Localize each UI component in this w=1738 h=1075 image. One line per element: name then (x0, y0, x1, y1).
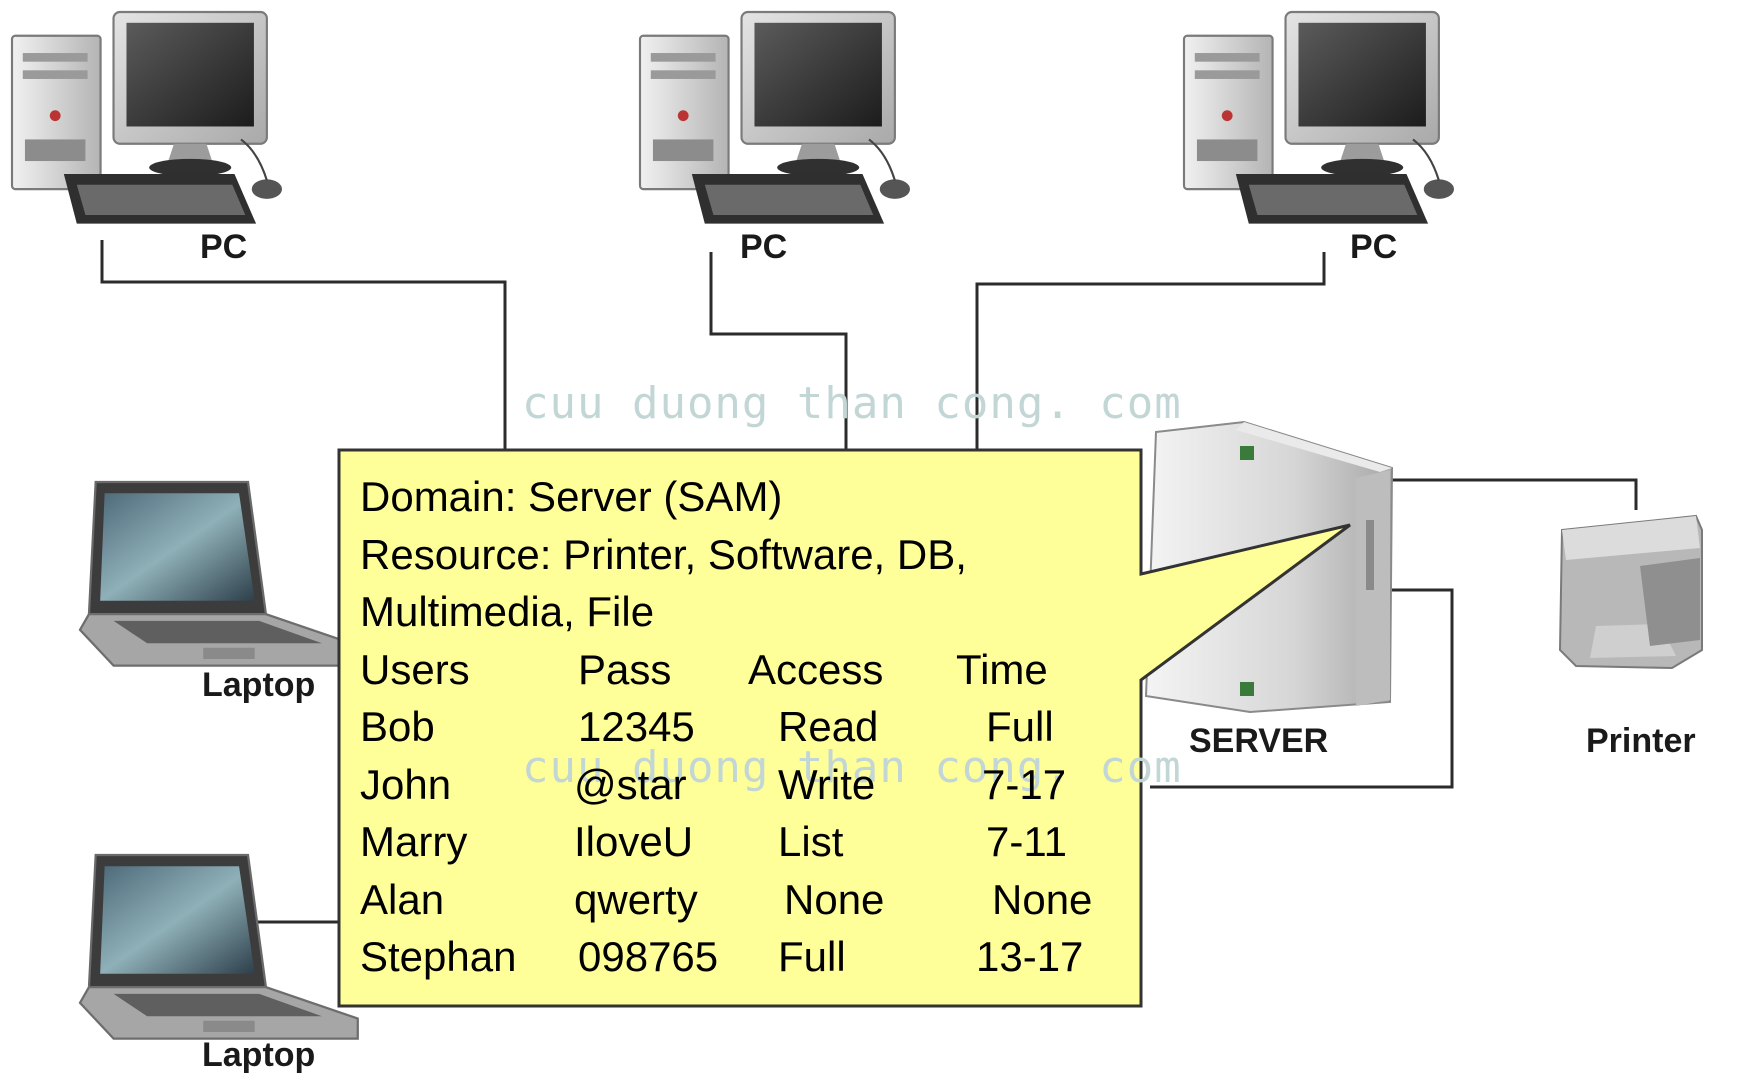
cell-access: List (778, 818, 844, 865)
cell-access: Full (778, 933, 846, 980)
cell-access: None (784, 875, 885, 923)
header-pass: Pass (578, 645, 672, 693)
watermark-bottom: cuu duong than cong. com (522, 742, 1182, 793)
cell-access: Read (778, 703, 879, 750)
cell-time: 7-11 (986, 818, 1067, 865)
cell-user: Alan (360, 875, 445, 923)
cell-pass: 12345 (578, 703, 695, 750)
cell-access: Write (778, 760, 876, 808)
cell-pass: IloveU (574, 818, 694, 865)
header-time: Time (956, 645, 1048, 693)
printer-label: Printer (1586, 722, 1696, 760)
laptop-label-top: Laptop (202, 666, 316, 704)
table-row: Stephan 098765 Full 13-17 (360, 928, 1083, 986)
cell-user: Stephan (360, 933, 517, 980)
laptop-label-bottom: Laptop (202, 1036, 316, 1074)
table-header-row: Users Pass Access Time (360, 641, 1048, 699)
pc-label-right: PC (1350, 228, 1398, 266)
laptop-icon-bottom (78, 853, 359, 1040)
pc-icon-left (10, 10, 284, 225)
pc-label-left: PC (200, 228, 248, 266)
cell-pass: 098765 (578, 933, 719, 980)
pc-label-center: PC (740, 228, 788, 266)
cell-user: Marry (360, 818, 468, 865)
cell-user: Bob (360, 703, 435, 750)
cell-pass: qwerty (574, 875, 698, 923)
cell-time: None (992, 875, 1093, 923)
header-access: Access (748, 645, 884, 693)
cell-user: John (360, 760, 452, 808)
printer-icon (1558, 514, 1703, 670)
callout-resource-line: Resource: Printer, Software, DB, (360, 530, 967, 578)
callout-resource-line-cont: Multimedia, File (360, 588, 655, 635)
cell-time: 7-17 (982, 760, 1067, 808)
watermark-top: cuu duong than cong. com (522, 378, 1182, 429)
callout-domain-line: Domain: Server (SAM) (360, 473, 783, 520)
pc-icon-center (638, 10, 912, 225)
cell-time: 13-17 (976, 933, 1084, 980)
server-label: SERVER (1189, 722, 1329, 760)
table-row: Bob 12345 Read Full (360, 698, 1054, 756)
cell-time: Full (986, 703, 1054, 750)
cell-pass: @star (574, 760, 687, 808)
header-users: Users (360, 645, 470, 693)
connection-lines (100, 240, 1638, 924)
table-row: Alan qwerty None None (360, 871, 1092, 929)
table-row: Marry IloveU List 7-11 (360, 813, 1067, 871)
callout-text: Domain: Server (SAM) Resource: Printer, … (360, 468, 1092, 986)
table-row: John @star Write 7-17 (360, 756, 1066, 814)
callout-bubble (337, 448, 1351, 1008)
laptop-icon-top (78, 480, 359, 667)
pc-icon-right (1182, 10, 1456, 225)
